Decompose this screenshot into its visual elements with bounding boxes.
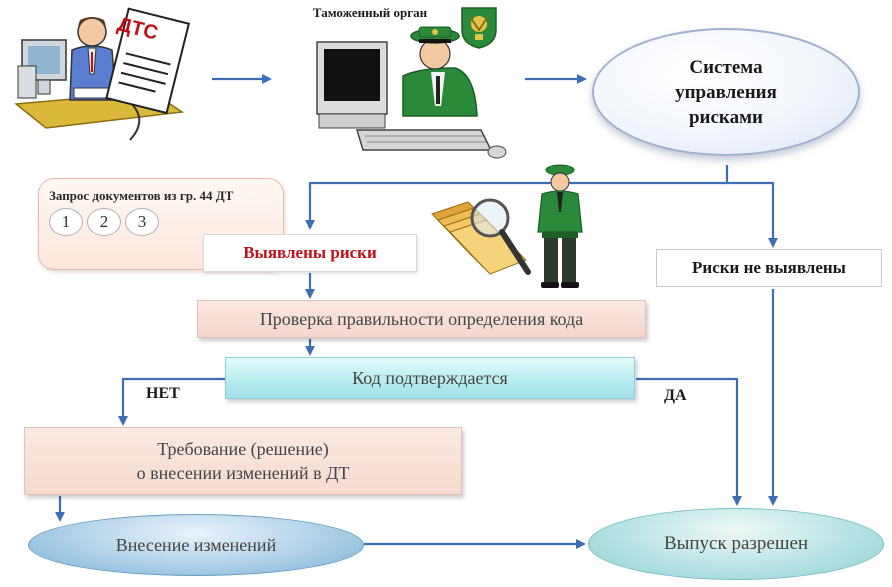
declarant-illustration <box>14 7 191 141</box>
standing-officer-illustration <box>537 164 583 288</box>
make-changes-node: Внесение изменений <box>28 514 364 576</box>
connector-srm-branch <box>305 165 729 230</box>
folders-magnifier-icon <box>431 198 531 275</box>
customs-officer-computer-illustration <box>316 26 507 159</box>
change-demand-box: Требование (решение) о внесении изменени… <box>24 427 462 495</box>
demand-line-1: Требование (решение) <box>157 439 329 459</box>
risk-system-line-2: управления <box>675 81 777 103</box>
code-check-box: Проверка правильности определения кода <box>197 300 646 338</box>
release-allowed-node: Выпуск разрешен <box>588 508 884 580</box>
connector-code-yes <box>636 377 742 506</box>
code-confirmed-box: Код подтверждается <box>225 357 635 399</box>
connector-code-no <box>118 377 225 426</box>
risks-found-box: Выявлены риски <box>203 234 417 272</box>
risk-system-line-1: Система <box>689 56 763 78</box>
connector-to-no-risks <box>727 181 778 248</box>
customs-authority-label: Таможенный орган <box>312 5 428 20</box>
customs-emblem-icon <box>461 7 497 49</box>
label-no: НЕТ <box>146 385 180 402</box>
document-request-text: Запрос документов из гр. 44 ДТ <box>49 188 234 203</box>
label-yes: ДА <box>664 387 687 404</box>
request-item-1: 1 <box>49 208 83 236</box>
risks-not-found-box: Риски не выявлены <box>656 249 882 287</box>
demand-line-2: о внесении изменений в ДТ <box>136 463 350 483</box>
risk-management-system-node: Система управления рисками <box>592 28 860 156</box>
request-item-2: 2 <box>87 208 121 236</box>
document-request-items: 1 2 3 <box>49 208 273 236</box>
request-item-3: 3 <box>125 208 159 236</box>
risk-system-line-3: рисками <box>688 106 763 128</box>
